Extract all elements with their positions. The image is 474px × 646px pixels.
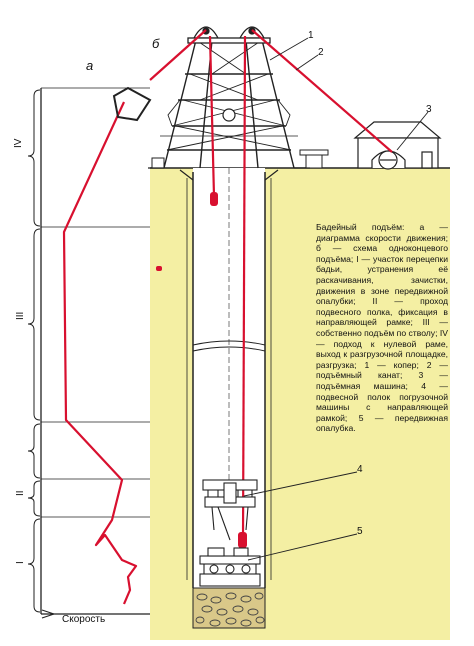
speed-curve <box>62 101 138 605</box>
hoist-machine-house <box>353 121 442 170</box>
label-stage-2: II <box>15 490 26 496</box>
label-diagram-b: б <box>152 36 160 51</box>
hoisting-ropes <box>149 29 393 541</box>
rope-marker <box>156 266 162 271</box>
sliding-formwork <box>199 547 261 587</box>
shaft-collar <box>179 169 279 181</box>
label-speed-axis: Скорость <box>62 614 106 625</box>
callout-2: 2 <box>318 47 324 58</box>
figure-caption: Бадейный подъём: а — диаграмма скорости … <box>316 222 448 434</box>
headframe-center-hub <box>222 108 236 122</box>
callout-3: 3 <box>426 104 432 115</box>
bucket-lower <box>238 532 247 548</box>
surface-equipment <box>151 149 329 169</box>
zone-braces <box>27 89 41 613</box>
hanging-platform <box>202 479 258 541</box>
bucket-upper <box>210 192 218 206</box>
label-stage-1: I <box>15 561 26 564</box>
callout-1: 1 <box>308 30 314 41</box>
label-diagram-a: а <box>86 58 94 73</box>
callout-4: 4 <box>357 464 363 475</box>
speed-axis-arrow <box>41 609 60 619</box>
callout-leaders <box>243 37 429 561</box>
label-stage-4: IV <box>13 138 24 148</box>
speed-diagram-axes <box>40 88 150 615</box>
rock-fragments <box>195 592 265 627</box>
callout-5: 5 <box>357 526 363 537</box>
unloading-zone-marker <box>112 86 152 122</box>
label-stage-3: III <box>15 311 26 320</box>
zone-dividers <box>41 87 150 518</box>
